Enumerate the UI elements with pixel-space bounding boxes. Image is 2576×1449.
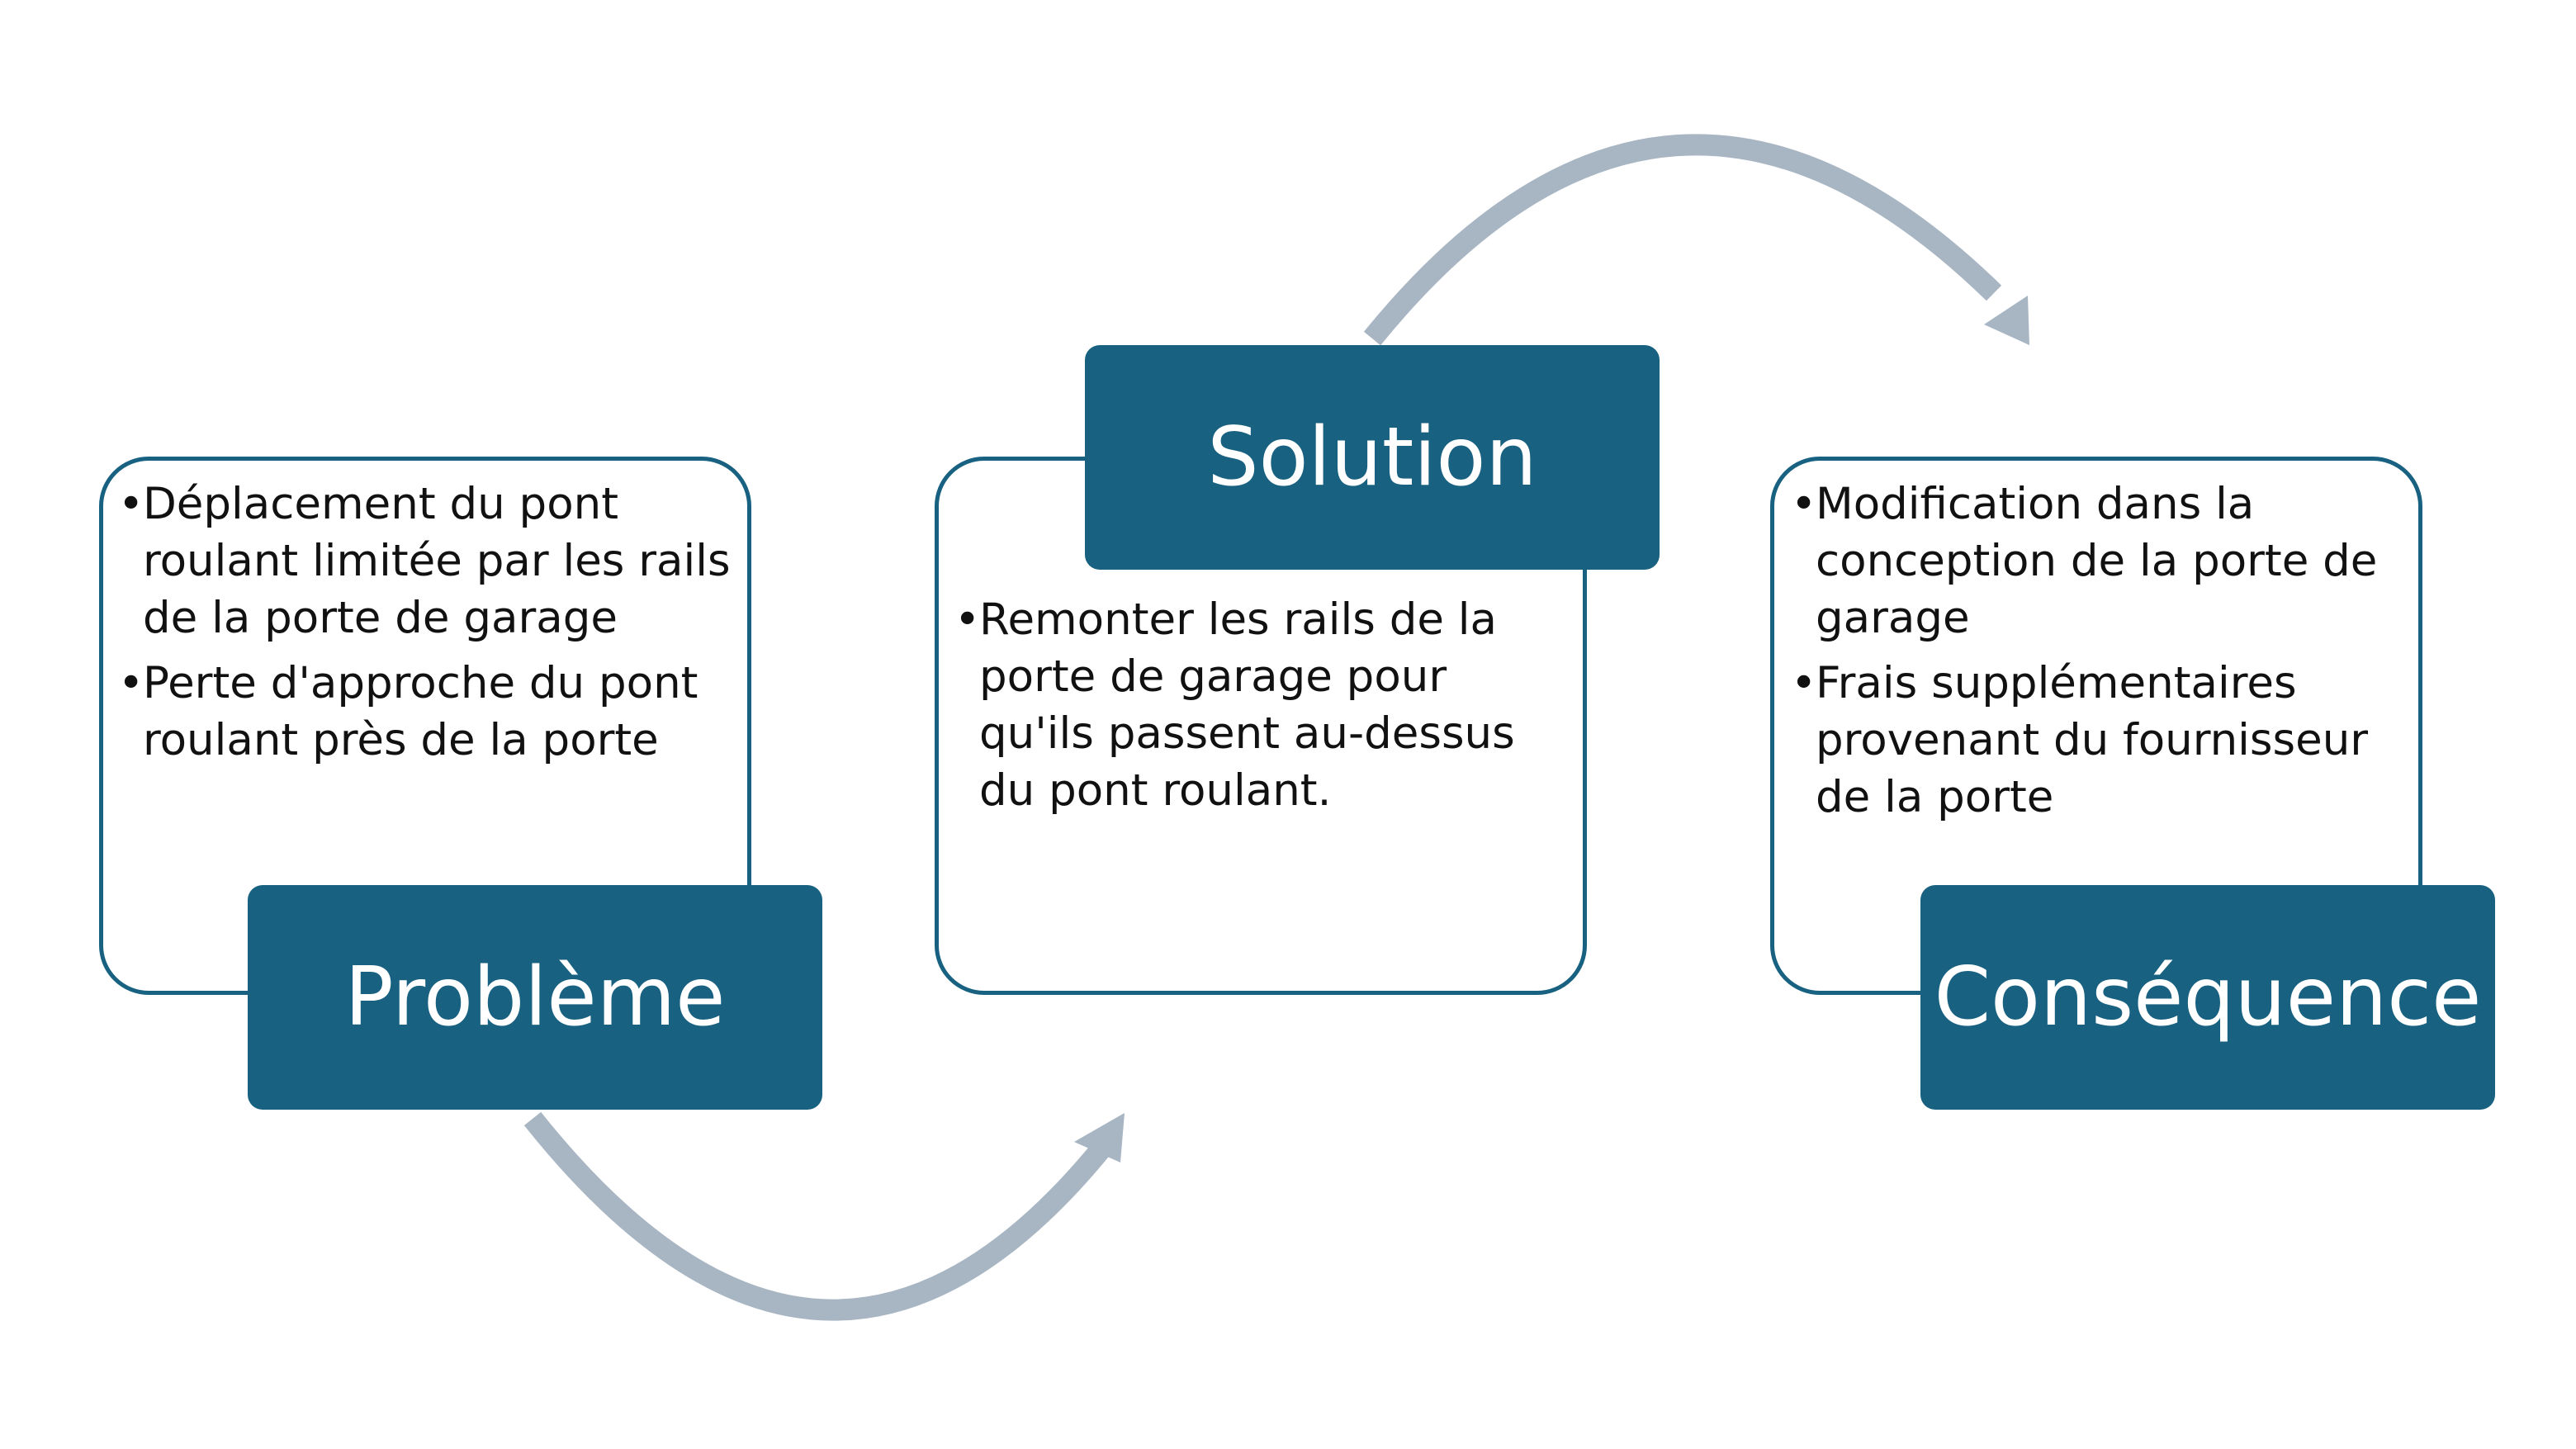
problem-bullet: Perte d'approche du pont roulant près de…: [118, 655, 746, 769]
problem-bullets: Déplacement du pont roulant limitée par …: [118, 476, 746, 777]
solution-title: Solution: [1085, 345, 1660, 570]
arrowhead-to-consequence: [1984, 296, 2029, 345]
problem-bullet: Déplacement du pont roulant limitée par …: [118, 476, 746, 646]
consequence-bullet: Frais supplémentaires provenant du fourn…: [1791, 655, 2402, 826]
solution-bullets: Remonter les rails de la porte de garage…: [954, 591, 1565, 827]
consequence-bullets: Modification dans la conception de la po…: [1791, 476, 2402, 834]
arrowhead-to-solution: [1074, 1113, 1125, 1163]
arrow-problem-to-solution: [523, 1111, 1111, 1321]
consequence-title: Conséquence: [1920, 885, 2495, 1110]
problem-title: Problème: [248, 885, 822, 1110]
consequence-bullet: Modification dans la conception de la po…: [1791, 476, 2402, 646]
arrow-solution-to-consequence: [1363, 134, 2002, 346]
solution-bullet: Remonter les rails de la porte de garage…: [954, 591, 1565, 819]
